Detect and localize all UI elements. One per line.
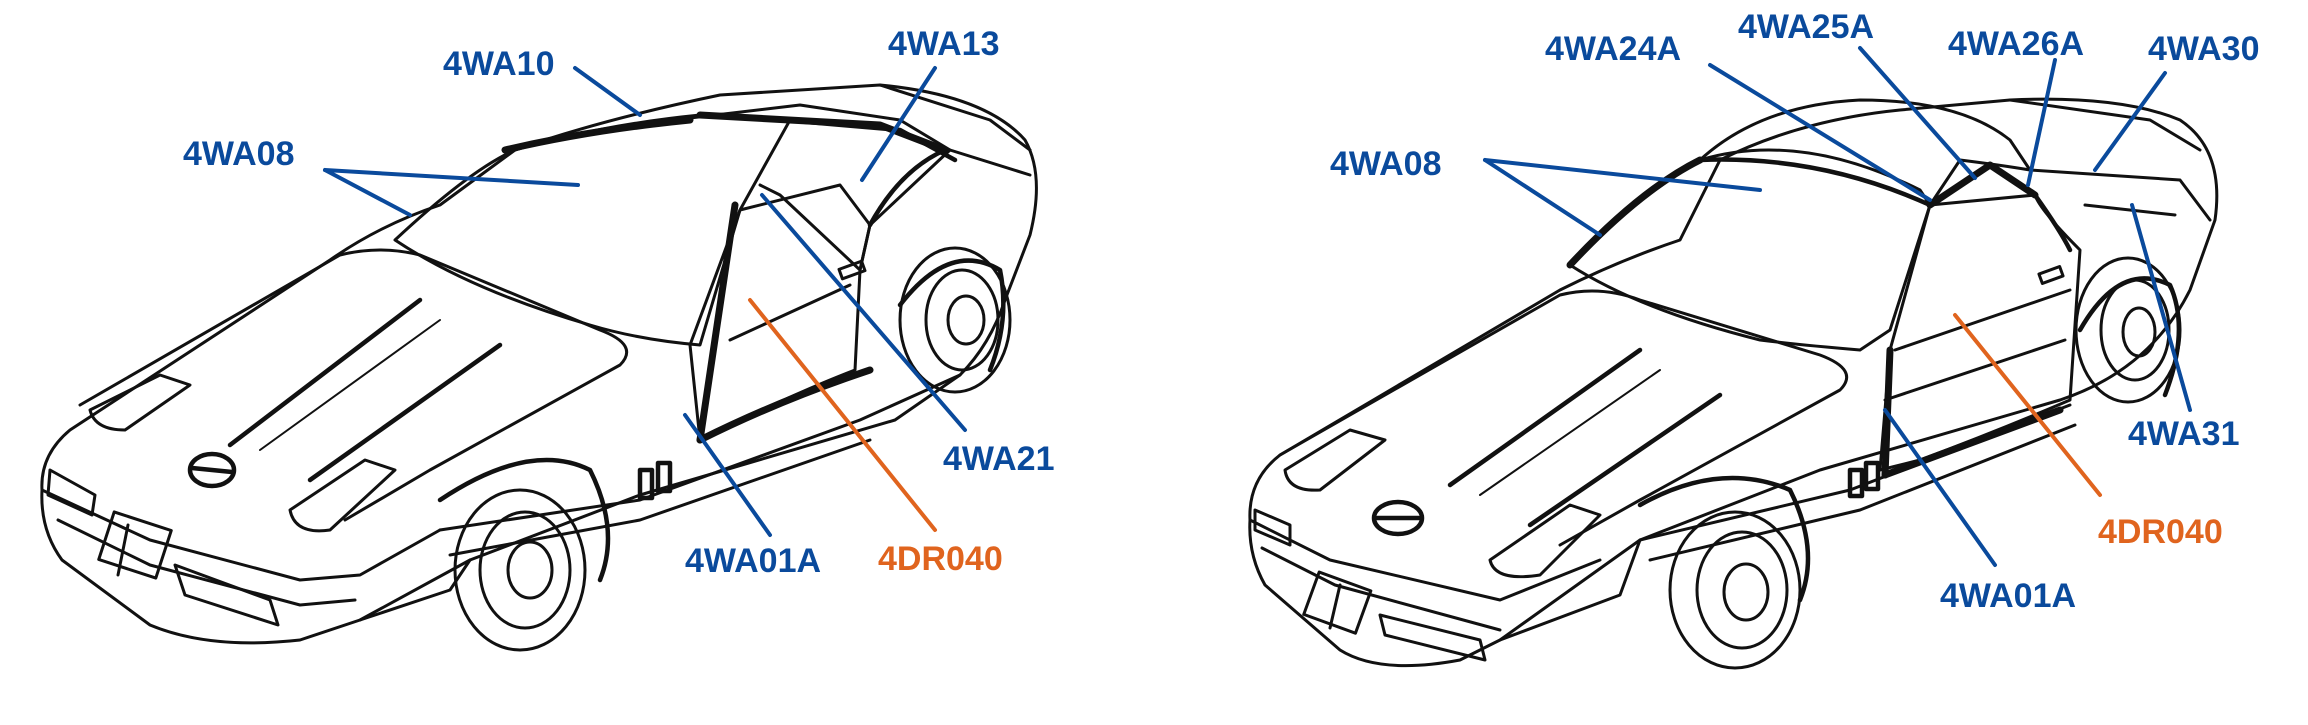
label-4wa21: 4WA21 (943, 440, 1055, 478)
label-4wa01a: 4WA01A (685, 542, 821, 580)
label-4dr040: 4DR040 (878, 540, 1003, 578)
left-car-drawing (40, 83, 1038, 652)
label-4wa01a-right: 4WA01A (1940, 577, 2076, 615)
right-labels: 4WA24A 4WA25A 4WA26A 4WA30 4WA08 4WA31 4… (1330, 8, 2260, 615)
label-4wa24a: 4WA24A (1545, 30, 1681, 68)
label-4wa31: 4WA31 (2128, 415, 2240, 453)
label-4wa30: 4WA30 (2148, 30, 2260, 68)
label-4wa13: 4WA13 (888, 25, 1000, 63)
left-leader-lines (323, 66, 967, 537)
label-4dr040-right: 4DR040 (2098, 513, 2223, 551)
right-car-drawing (1248, 97, 2219, 670)
label-4wa08-right: 4WA08 (1330, 145, 1442, 183)
label-4wa08: 4WA08 (183, 135, 295, 173)
label-4wa25a: 4WA25A (1738, 8, 1874, 46)
label-4wa10: 4WA10 (443, 45, 555, 83)
label-4wa26a: 4WA26A (1948, 25, 2084, 63)
right-leader-lines (1483, 46, 2192, 567)
left-labels: 4WA10 4WA13 4WA08 4WA21 4WA01A 4DR040 (183, 25, 1055, 580)
